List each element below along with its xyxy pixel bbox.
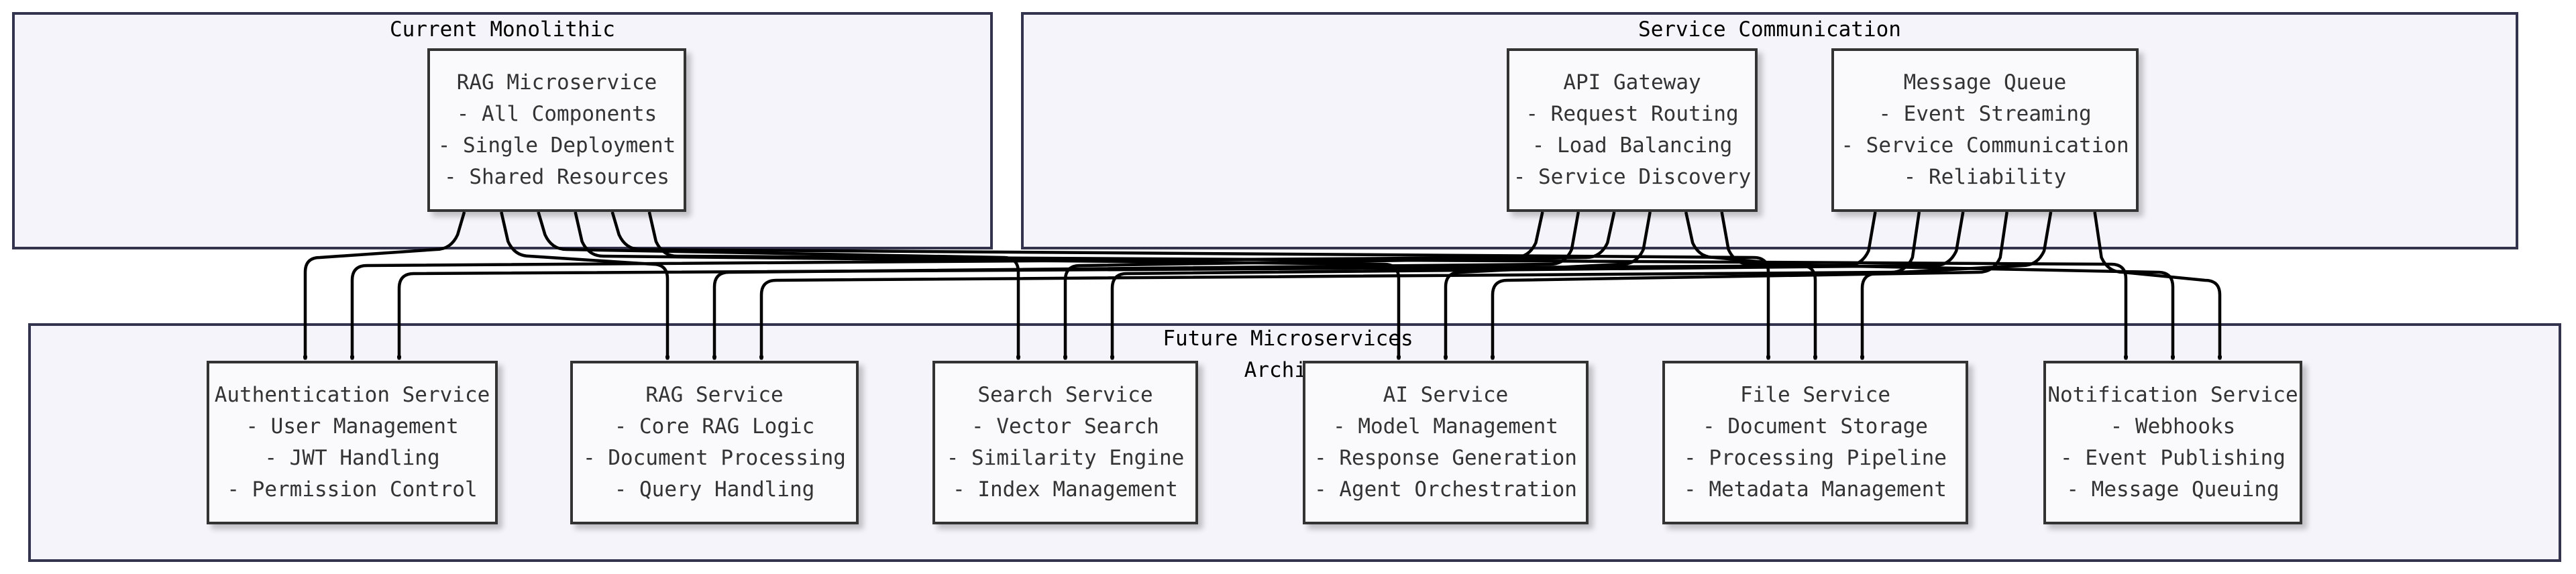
node-item: - Document Processing (583, 446, 846, 470)
edge-rag_micro-to-auth (305, 211, 466, 359)
node-ai-service[interactable]: AI Service - Model Management - Response… (1303, 361, 1589, 524)
edge-queue-to-search (1112, 211, 1965, 359)
node-title: Authentication Service (214, 383, 490, 407)
node-notification-service[interactable]: Notification Service - Webhooks - Event … (2043, 361, 2302, 524)
node-item: - Agent Orchestration (1314, 477, 1577, 502)
node-item: - Service Communication (1841, 133, 2129, 158)
edge-gateway-to-auth (352, 211, 1544, 359)
node-item: - User Management (246, 414, 459, 439)
node-item: - Service Discovery (1513, 165, 1752, 189)
node-title: AI Service (1383, 383, 1509, 407)
node-item: - Processing Pipeline (1684, 446, 1947, 470)
node-title: API Gateway (1563, 70, 1701, 95)
node-item: - Event Publishing (2060, 446, 2286, 470)
node-item: - Message Queuing (2066, 477, 2279, 502)
node-file-service[interactable]: File Service - Document Storage - Proces… (1662, 361, 1968, 524)
node-item: - Model Management (1333, 414, 1558, 439)
node-message-queue[interactable]: Message Queue - Event Streaming - Servic… (1831, 48, 2139, 212)
cluster-service-communication: Service Communication (1021, 12, 2518, 249)
edge-queue-to-auth (399, 211, 1877, 359)
node-rag-microservice[interactable]: RAG Microservice - All Components - Sing… (427, 48, 686, 212)
edge-gateway-to-notify (1720, 211, 2173, 359)
node-item: - Index Management (953, 477, 1178, 502)
node-item: - Metadata Management (1684, 477, 1947, 502)
node-item: - Permission Control (227, 477, 478, 502)
edge-queue-to-ai (1493, 211, 2008, 359)
node-item: - Similarity Engine (946, 446, 1185, 470)
node-rag-service[interactable]: RAG Service - Core RAG Logic - Document … (570, 361, 859, 524)
node-item: - Single Deployment (437, 133, 676, 158)
cluster-title-line: Future Microservices (1163, 327, 1413, 351)
node-item: - JWT Handling (264, 446, 440, 470)
node-item: - Query Handling (614, 477, 815, 502)
node-title: RAG Service (645, 383, 784, 407)
node-item: - Load Balancing (1532, 133, 1733, 158)
node-item: - Webhooks (2110, 414, 2236, 439)
node-title: Notification Service (2047, 383, 2298, 407)
node-title: File Service (1740, 383, 1890, 407)
edge-gateway-to-search (1065, 211, 1616, 359)
node-item: - Shared Resources (444, 165, 669, 189)
node-title: Message Queue (1903, 70, 2067, 95)
edge-rag_micro-to-rag (500, 211, 667, 359)
cluster-title: Current Monolithic (390, 17, 615, 42)
node-item: - Request Routing (1525, 102, 1739, 126)
node-search-service[interactable]: Search Service - Vector Search - Similar… (932, 361, 1198, 524)
edge-queue-to-file (1862, 211, 2053, 359)
edge-gateway-to-file (1684, 211, 1815, 359)
node-title: Search Service (977, 383, 1153, 407)
node-item: - Document Storage (1703, 414, 1928, 439)
node-item: - Core RAG Logic (614, 414, 815, 439)
node-item: - Response Generation (1314, 446, 1577, 470)
cluster-title: Service Communication (1638, 17, 1901, 42)
node-api-gateway[interactable]: API Gateway - Request Routing - Load Bal… (1507, 48, 1758, 212)
cluster-title: Future Microservices Archite (1087, 323, 1489, 386)
edge-queue-to-rag (761, 211, 1921, 359)
node-authentication-service[interactable]: Authentication Service - User Management… (207, 361, 498, 524)
node-title: RAG Microservice (456, 70, 657, 95)
node-item: - Vector Search (971, 414, 1159, 439)
node-item: - Reliability (1903, 165, 2067, 189)
edge-queue-to-notify (2093, 211, 2220, 359)
node-item: - All Components (456, 102, 657, 126)
edge-rag_micro-to-search (537, 211, 1018, 359)
node-item: - Event Streaming (1878, 102, 2092, 126)
